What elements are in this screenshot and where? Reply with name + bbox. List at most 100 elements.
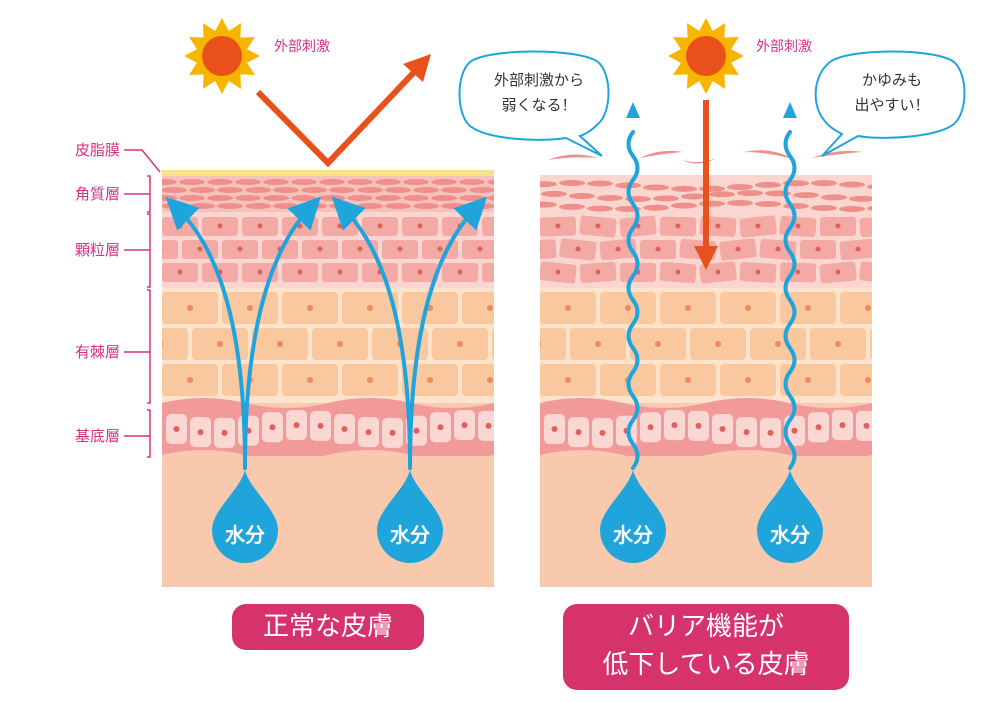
cell-nucleus [417,269,423,275]
water-arrow [243,196,322,470]
corneum-cell [811,180,837,187]
normal-skin-panel [162,175,494,587]
corneum-cell [839,205,865,212]
cell-nucleus [337,223,343,229]
cell-nucleus [599,429,606,436]
corneum-cell [403,179,429,185]
water-label: 水分 [390,523,430,547]
cell-nucleus [555,269,561,275]
cell-nucleus [615,246,621,252]
cell-nucleus [367,377,373,383]
cell-nucleus [575,246,581,252]
corneum-cell [671,202,697,209]
corneum-cell [207,195,233,201]
spinous-cell [162,328,188,360]
cell-nucleus [377,223,383,229]
corneum-cell [375,195,401,201]
cell-nucleus [540,341,541,347]
corneum-cell [487,179,494,185]
cell-nucleus [367,305,373,311]
corneum-cell [375,179,401,185]
corneum-cell [217,203,243,209]
corneum-cell [839,181,865,188]
corneum-cell [755,181,781,188]
water-flow-arrows-right [626,130,797,470]
water-drop-icon [600,470,666,563]
cell-nucleus [695,422,702,429]
layer-label-corneum: 角質層 [74,185,120,203]
reflected-stimulus-arrow [255,65,421,168]
cell-nucleus [337,269,343,275]
cell-nucleus [835,269,841,275]
cell-nucleus [173,426,180,432]
corneum-cell [385,187,411,193]
corneum-cell [487,195,494,201]
cell-nucleus [595,341,601,347]
cell-nucleus [540,247,541,251]
granular-cell [162,240,178,259]
cell-nucleus [815,424,822,431]
cell-nucleus [487,377,493,383]
cell-nucleus [257,269,263,275]
corneum-cell [643,204,669,211]
corneum-cell [737,190,763,197]
cell-nucleus [815,246,821,252]
corneum-cell [245,187,271,193]
cell-nucleus [675,269,681,275]
corneum-cell [783,202,809,209]
cell-nucleus [357,246,363,252]
cell-nucleus [555,223,561,229]
cell-nucleus [865,305,871,311]
cell-nucleus [655,341,661,347]
cell-nucleus [745,377,751,383]
caption-damaged-line-2: 低下している皮膚 [602,650,810,680]
corneum-cell [653,195,679,202]
stimulus-label-left: 外部刺激 [274,39,330,55]
corneum-cell [431,179,457,185]
corneum-cell [245,203,271,209]
cell-nucleus [197,246,203,252]
cell-nucleus [647,424,654,431]
cell-nucleus [217,341,223,347]
water-label: 水分 [225,523,265,547]
cell-nucleus [365,429,372,436]
sun-icon [184,18,260,94]
corneum-cell [643,184,669,191]
spinous-cell [840,364,872,396]
layer-label-spinous: 有棘層 [74,343,120,361]
cell-nucleus [755,269,761,275]
cell-nucleus [277,341,283,347]
cell-nucleus [835,223,841,229]
cell-nucleus [895,341,901,347]
cell-nucleus [863,422,870,429]
water-flow-arrows-left [165,196,488,470]
corneum-cell [867,184,872,190]
cell-nucleus [307,377,313,383]
corneum-cell [235,179,261,185]
spinous-cell [540,328,566,360]
corneum-cell [217,187,243,193]
cell-nucleus [719,426,726,432]
corneum-cell [273,187,299,193]
cell-nucleus [413,427,420,434]
corneum-cell [413,187,439,193]
corneum-cell [162,187,187,193]
corneum-cell [569,192,595,199]
cell-nucleus [595,223,601,229]
bubble-right-line-1: かゆみも [861,71,922,89]
corneum-cell [755,200,781,207]
corneum-cell [263,179,289,185]
corneum-cell [403,195,429,201]
corneum-cell [597,195,623,202]
corneum-cell [189,203,215,209]
water-drop-icon [377,470,443,563]
corneum-cell [291,179,317,185]
speech-bubble-icon [458,50,610,157]
corneum-cell [301,187,327,193]
corneum-cell [357,187,383,193]
corneum-cell [189,187,215,193]
cell-nucleus [767,429,774,436]
cell-nucleus [437,246,443,252]
corneum-cell [319,179,345,185]
corneum-cell [540,201,557,208]
